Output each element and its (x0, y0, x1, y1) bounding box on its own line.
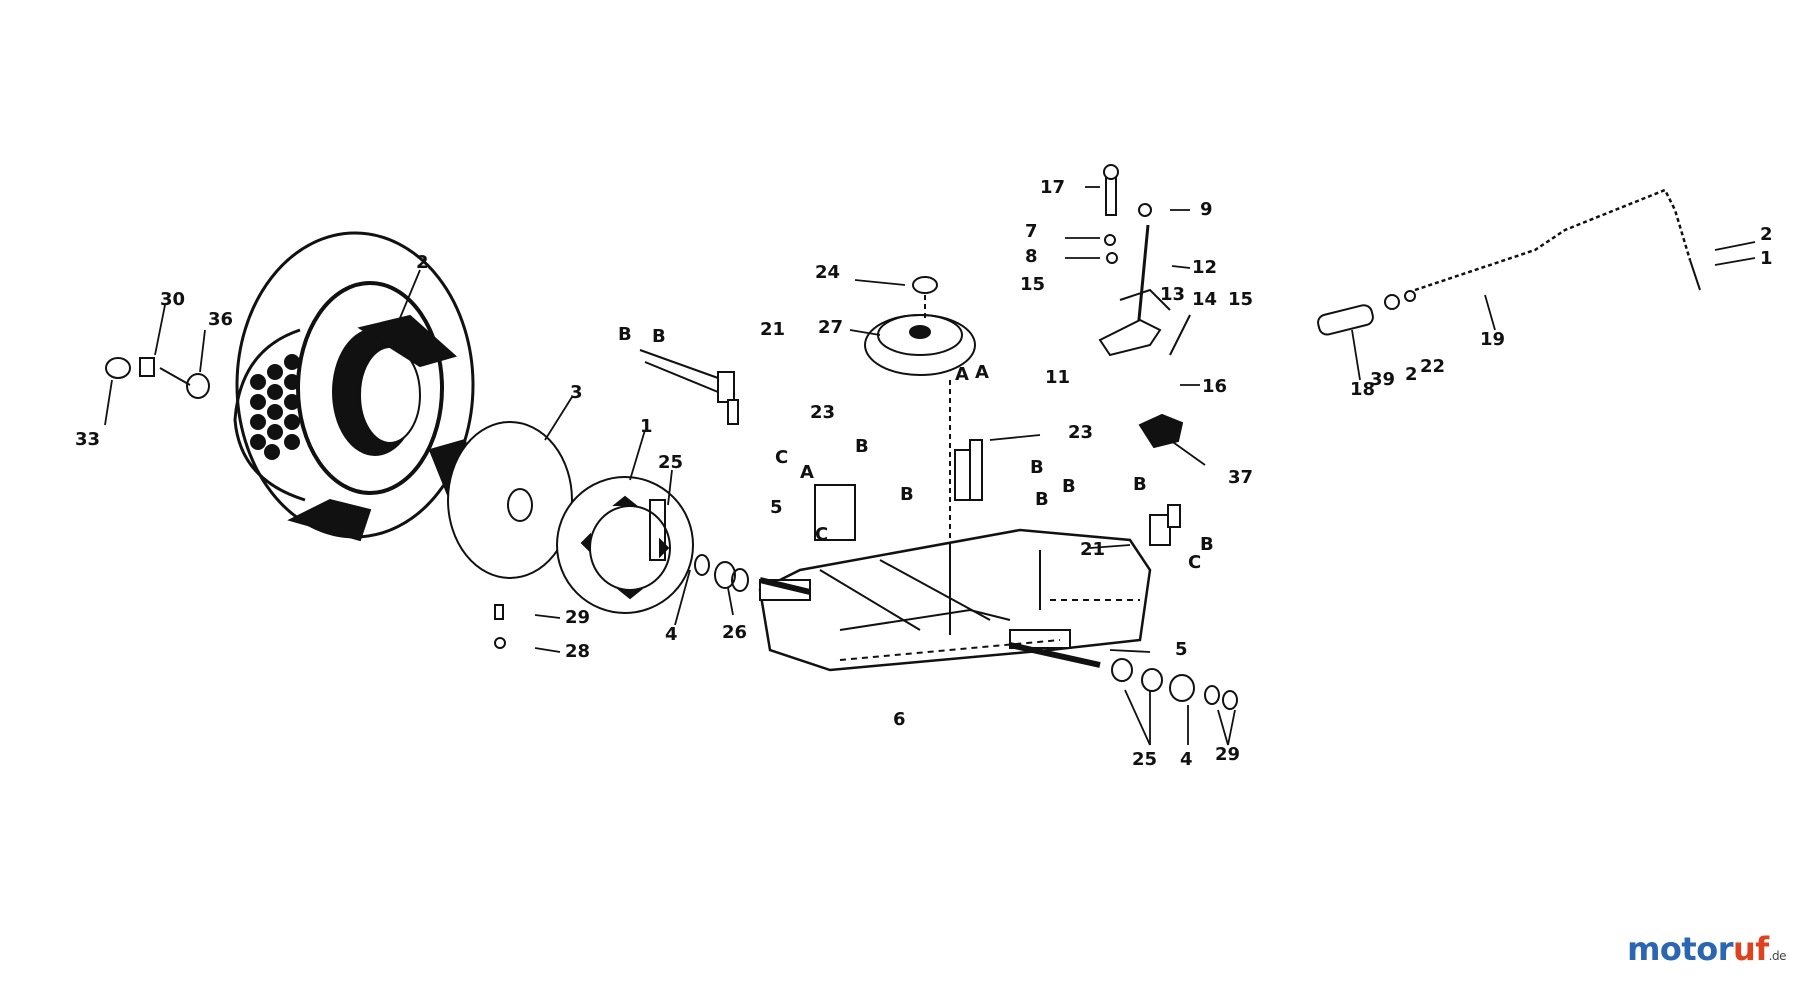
logo-text-red: uf (1732, 930, 1769, 968)
callout-25: 25 (658, 452, 683, 473)
ref-B: B (618, 324, 632, 345)
callout-27: 27 (818, 317, 843, 338)
hub-cap (447, 421, 573, 579)
callout-13: 13 (1160, 284, 1185, 305)
callout-16: 16 (1202, 376, 1227, 397)
ref-B: B (652, 326, 666, 347)
callout-2: 2 (1405, 364, 1418, 385)
callout-6: 6 (893, 709, 906, 730)
callout-2: 2 (1760, 224, 1773, 245)
callout-21: 21 (1080, 539, 1105, 560)
pulley (864, 276, 976, 550)
callout-23: 23 (1068, 422, 1093, 443)
callout-36: 36 (208, 309, 233, 330)
callout-1: 1 (640, 416, 653, 437)
callout-5: 5 (770, 497, 783, 518)
callout-12: 12 (1192, 257, 1217, 278)
callout-18: 18 (1350, 379, 1375, 400)
ref-B: B (855, 436, 869, 457)
ref-A: A (800, 462, 814, 483)
leader-lines (104, 186, 1756, 746)
ref-C: C (775, 447, 788, 468)
callout-8: 8 (1025, 246, 1038, 267)
callout-11: 11 (1045, 367, 1070, 388)
ref-B: B (1200, 534, 1214, 555)
logo-text-blue: motor (1627, 930, 1733, 968)
control-rod (1317, 188, 1701, 336)
ref-A: A (975, 362, 989, 383)
callout-33: 33 (75, 429, 100, 450)
callout-39: 39 (1370, 369, 1395, 390)
wheel-hub (556, 476, 694, 614)
callout-23: 23 (810, 402, 835, 423)
axle-left (759, 577, 811, 595)
callout-29: 29 (1215, 744, 1240, 765)
ref-B: B (1035, 489, 1049, 510)
callout-19: 19 (1480, 329, 1505, 350)
callout-4: 4 (1180, 749, 1193, 770)
logo-tld: .de (1768, 949, 1787, 963)
callout-4: 4 (665, 624, 678, 645)
callout-37: 37 (1228, 467, 1253, 488)
lever-assembly (1098, 164, 1191, 357)
callout-7: 7 (1025, 221, 1038, 242)
callout-17: 17 (1040, 177, 1065, 198)
ref-C: C (815, 524, 828, 545)
callout-25: 25 (1132, 749, 1157, 770)
callout-1: 1 (1760, 248, 1773, 269)
callout-21: 21 (760, 319, 785, 340)
callout-2: 2 (416, 252, 429, 273)
ref-C: C (1188, 552, 1201, 573)
callout-5: 5 (1175, 639, 1188, 660)
callout-26: 26 (722, 622, 747, 643)
watermark-logo: motoruf.de (1627, 930, 1786, 968)
ref-B: B (1030, 457, 1044, 478)
callout-22: 22 (1420, 356, 1445, 377)
ref-A: A (955, 364, 969, 385)
callout-3: 3 (570, 382, 583, 403)
callout-24: 24 (815, 262, 840, 283)
tire (233, 231, 477, 542)
left-fasteners (105, 357, 749, 649)
callout-14: 14 (1192, 289, 1217, 310)
ref-B: B (900, 484, 914, 505)
ref-B: B (1133, 474, 1147, 495)
right-fasteners (1111, 658, 1238, 710)
brackets (639, 349, 1184, 546)
callout-30: 30 (160, 289, 185, 310)
callout-15: 15 (1020, 274, 1045, 295)
callout-29: 29 (565, 607, 590, 628)
callout-15: 15 (1228, 289, 1253, 310)
ref-B: B (1062, 476, 1076, 497)
callout-28: 28 (565, 641, 590, 662)
callout-9: 9 (1200, 199, 1213, 220)
axle-right (1009, 642, 1101, 668)
callout-labels: 2 3 1 25 4 26 29 28 30 36 33 B B 21 C 23… (75, 177, 1773, 770)
